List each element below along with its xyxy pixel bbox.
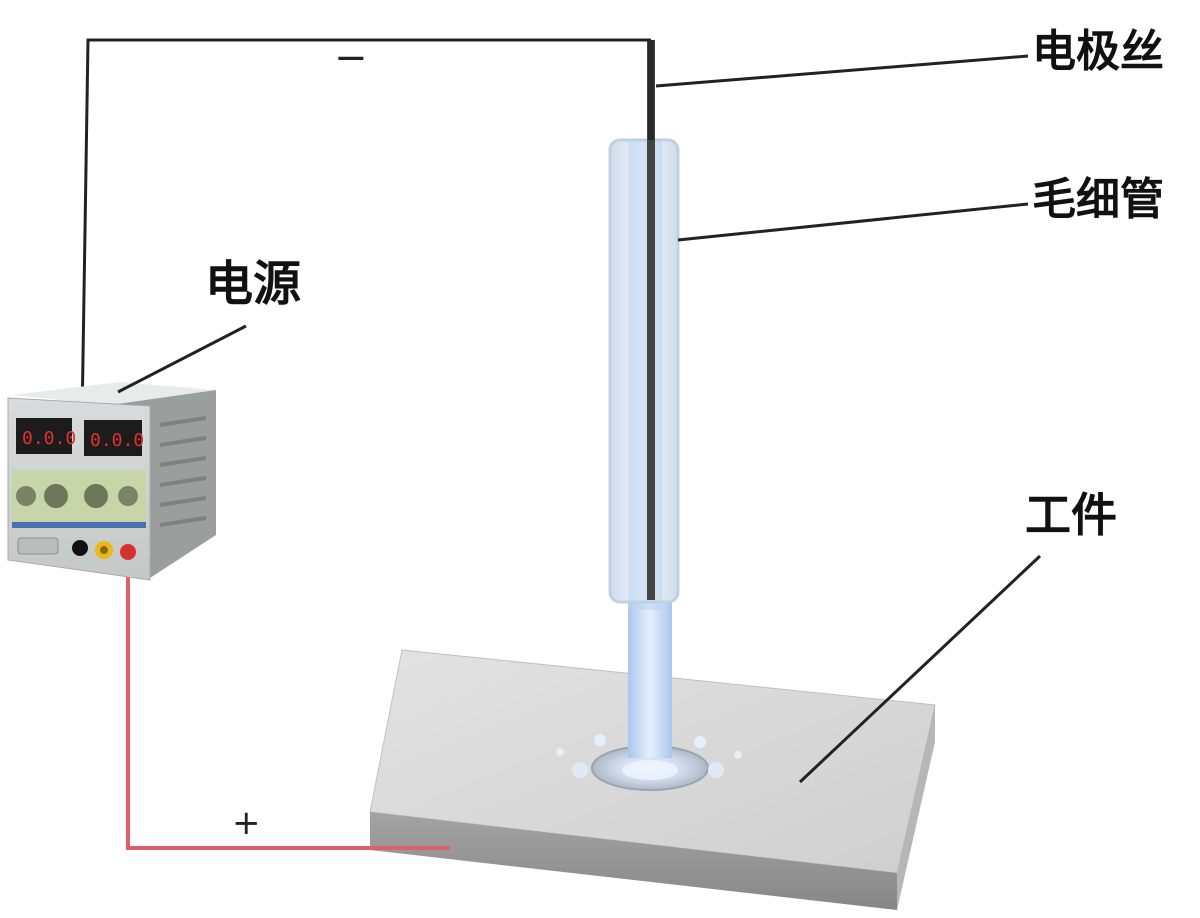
negative-lead [78,38,651,549]
svg-text:0.0.0: 0.0.0 [90,430,144,451]
negative-terminal-icon [72,540,88,556]
dc-power-supply-icon: 0.0.0 0.0.0 [7,382,216,581]
leader-workpiece [798,554,1042,784]
workpiece-right-face [897,705,935,910]
leader-capillary [677,202,1029,242]
svg-text:0.0.0: 0.0.0 [22,428,76,449]
positive-polarity-sign: + [232,803,261,843]
workpiece-front-face [370,812,897,910]
machining-pool [556,734,742,791]
capillary-tube [608,138,680,610]
label-capillary: 毛细管 [1032,174,1164,225]
positive-terminal-icon [120,544,136,560]
leader-electrode-wire [655,54,1029,88]
negative-polarity-sign: − [334,35,368,81]
leader-power-supply [117,324,247,394]
label-power-supply: 电源 [205,256,302,312]
positive-lead [126,555,450,850]
electrolyte-jet [628,598,672,758]
label-electrode-wire: 电极丝 [1032,26,1164,77]
label-workpiece: 工件 [1025,488,1117,542]
